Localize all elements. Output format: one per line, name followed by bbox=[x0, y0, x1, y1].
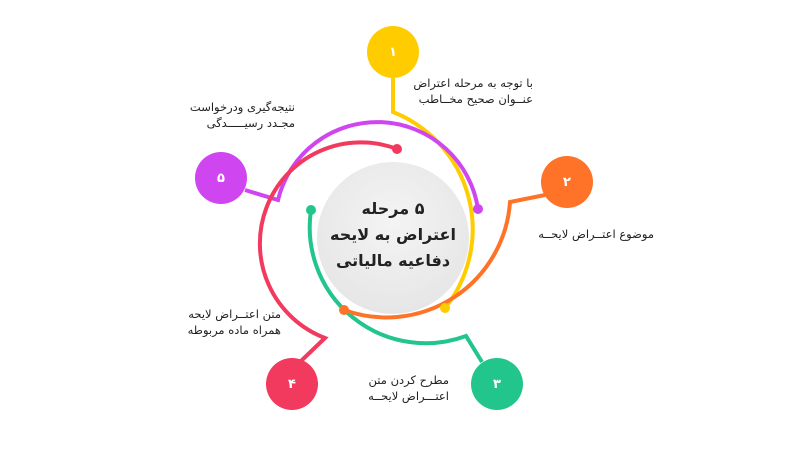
label-line: متن اعتــراض لایحه bbox=[188, 307, 281, 321]
step-number: ۳ bbox=[493, 376, 501, 392]
dot-step-5 bbox=[473, 204, 483, 214]
step-5-label: نتیجه‌گیری ودرخواست مجـدد رسیـــــدگی bbox=[190, 99, 295, 131]
dot-step-3 bbox=[306, 205, 316, 215]
dot-step-2 bbox=[339, 305, 349, 315]
label-line: مطرح کردن متن bbox=[368, 373, 449, 387]
arc-step-1 bbox=[391, 78, 475, 310]
step-number: ۵ bbox=[217, 170, 225, 186]
step-4-badge: ۴ bbox=[266, 358, 318, 410]
dot-step-4 bbox=[392, 144, 402, 154]
dot-step-1 bbox=[440, 303, 450, 313]
label-line: همراه ماده مربوطه bbox=[187, 323, 281, 337]
step-1-label: با توجه به مرحله اعتراض عنــوان صحیح مخـ… bbox=[413, 75, 533, 107]
title-line: ۵ مرحله bbox=[361, 199, 425, 218]
label-line: نتیجه‌گیری ودرخواست bbox=[189, 100, 295, 114]
step-number: ۴ bbox=[288, 376, 296, 392]
center-title: ۵ مرحله اعتراض به لایحه دفاعیه مالیاتی bbox=[318, 196, 468, 274]
step-2-badge: ۲ bbox=[541, 156, 593, 208]
arc-step-4 bbox=[257, 140, 398, 364]
title-line: اعتراض به لایحه bbox=[330, 225, 456, 244]
label-line: اعتـــراض لایحــه bbox=[368, 389, 449, 403]
step-1-badge: ۱ bbox=[367, 26, 419, 78]
label-line: موضوع اعتــراض لایحــه bbox=[538, 227, 654, 241]
label-line: مجـدد رسیـــــدگی bbox=[206, 116, 295, 130]
step-number: ۱ bbox=[389, 44, 397, 60]
label-line: با توجه به مرحله اعتراض bbox=[413, 76, 533, 90]
title-line: دفاعیه مالیاتی bbox=[335, 251, 451, 270]
step-3-label: مطرح کردن متن اعتـــراض لایحــه bbox=[368, 372, 449, 404]
center-circle bbox=[317, 162, 469, 314]
label-line: عنــوان صحیح مخــاطب bbox=[418, 92, 533, 106]
step-3-badge: ۳ bbox=[471, 358, 523, 410]
step-4-label: متن اعتــراض لایحه همراه ماده مربوطه bbox=[188, 306, 281, 338]
arc-step-3 bbox=[307, 209, 484, 364]
step-2-label: موضوع اعتــراض لایحــه bbox=[538, 226, 654, 242]
arc-step-2 bbox=[343, 193, 546, 320]
step-number: ۲ bbox=[563, 174, 571, 190]
step-5-badge: ۵ bbox=[195, 152, 247, 204]
